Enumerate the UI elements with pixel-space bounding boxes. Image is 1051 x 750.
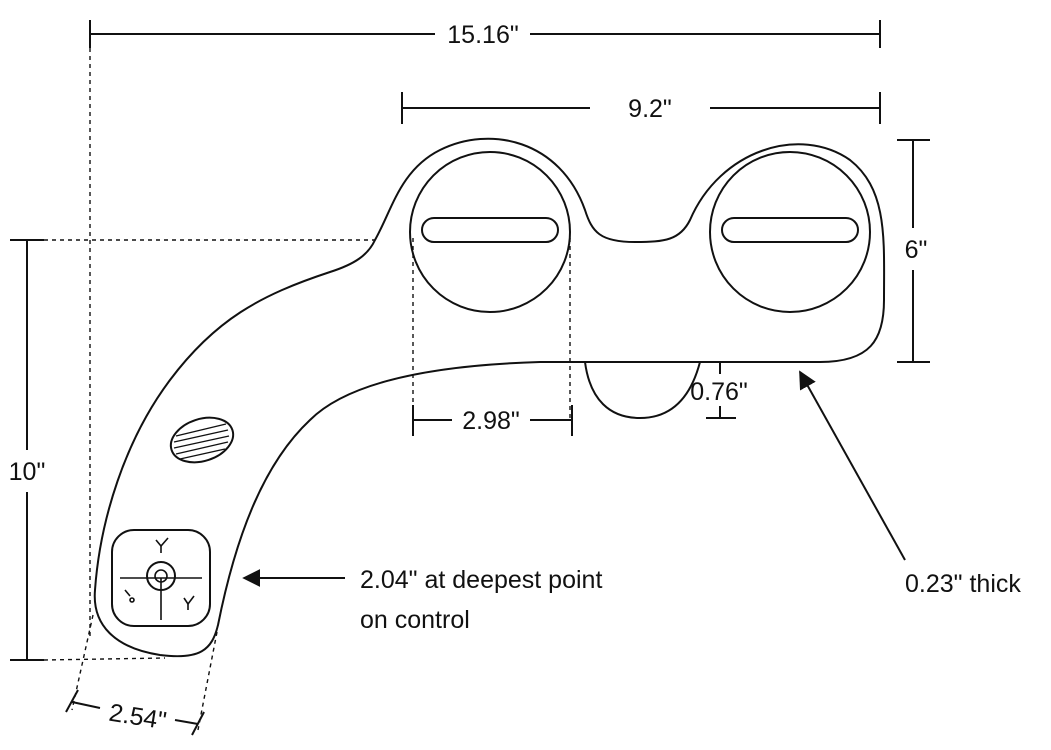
control-button-icon [146,561,176,591]
dim-top-width: 9.2" [401,92,881,124]
adjust-knob-icon [169,416,235,464]
control-depth-note: 2.04" at deepest point on control [242,566,602,634]
right-knob-circle [709,151,871,313]
height-right-label: 6" [905,236,928,264]
nozzle-cup [584,361,701,420]
dim-overall-width: 15.16" [89,20,881,49]
guide-line [43,657,166,661]
left-knob-circle [409,151,571,313]
body-outline [93,137,886,658]
nozzle-depth-label: 0.76" [690,378,748,406]
knob-width-label: 2.98" [462,407,520,435]
bidet-outline [93,137,886,658]
left-knob [409,151,571,313]
knob-slot-icon [721,217,859,243]
overall-width-label: 15.16" [447,21,518,49]
dim-arm-width: 2.54" [65,614,218,736]
dim-height-left: 10" [9,239,46,661]
dim-height-right: 6" [897,139,930,363]
arm-width-label: 2.54" [107,699,168,736]
dim-nozzle-depth: 0.76" [690,361,748,419]
control-depth-line1: 2.04" at deepest point [360,566,602,594]
dim-knob-width: 2.98" [412,238,573,436]
thickness-label: 0.23" thick [905,570,1021,598]
arrow-icon [799,370,906,561]
right-knob [709,151,871,313]
control-depth-line2: on control [360,606,470,634]
control-panel [111,529,211,627]
knob-slot-icon [421,217,559,243]
thickness-note: 0.23" thick [799,370,1021,598]
spray-icon [124,537,195,610]
height-left-label: 10" [9,458,46,486]
top-width-label: 9.2" [628,95,672,123]
control-pad [111,529,211,627]
